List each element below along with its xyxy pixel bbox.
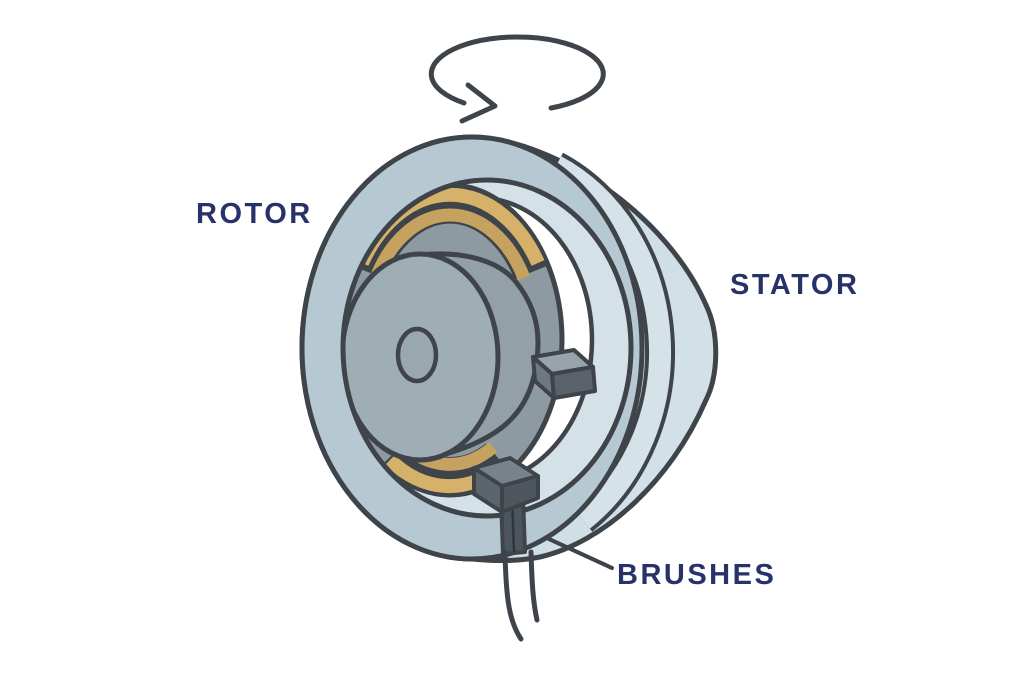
winding-top-inner <box>369 208 531 281</box>
stator-rim-highlight-band <box>550 156 672 529</box>
brush-right <box>531 348 597 400</box>
rotation-arrow-head <box>459 82 498 124</box>
lead-wire-right <box>528 549 540 623</box>
rotation-arrow-arc <box>428 34 606 111</box>
shaft-hole <box>395 326 439 384</box>
brushes-leader-line <box>547 537 614 570</box>
stator-front-ring <box>299 134 645 562</box>
brush-bottom <box>472 456 540 514</box>
rotor-label: ROTOR <box>196 198 313 230</box>
stator-label: STATOR <box>730 269 860 301</box>
lead-wires <box>502 549 540 642</box>
rotation-arrow-icon <box>428 34 606 124</box>
brushes-label: BRUSHES <box>617 559 777 591</box>
brush-right-side-face <box>550 365 597 400</box>
winding-top-outline <box>350 185 550 280</box>
brush-bottom-right-face <box>500 474 540 514</box>
lead-wire-left <box>502 549 524 642</box>
